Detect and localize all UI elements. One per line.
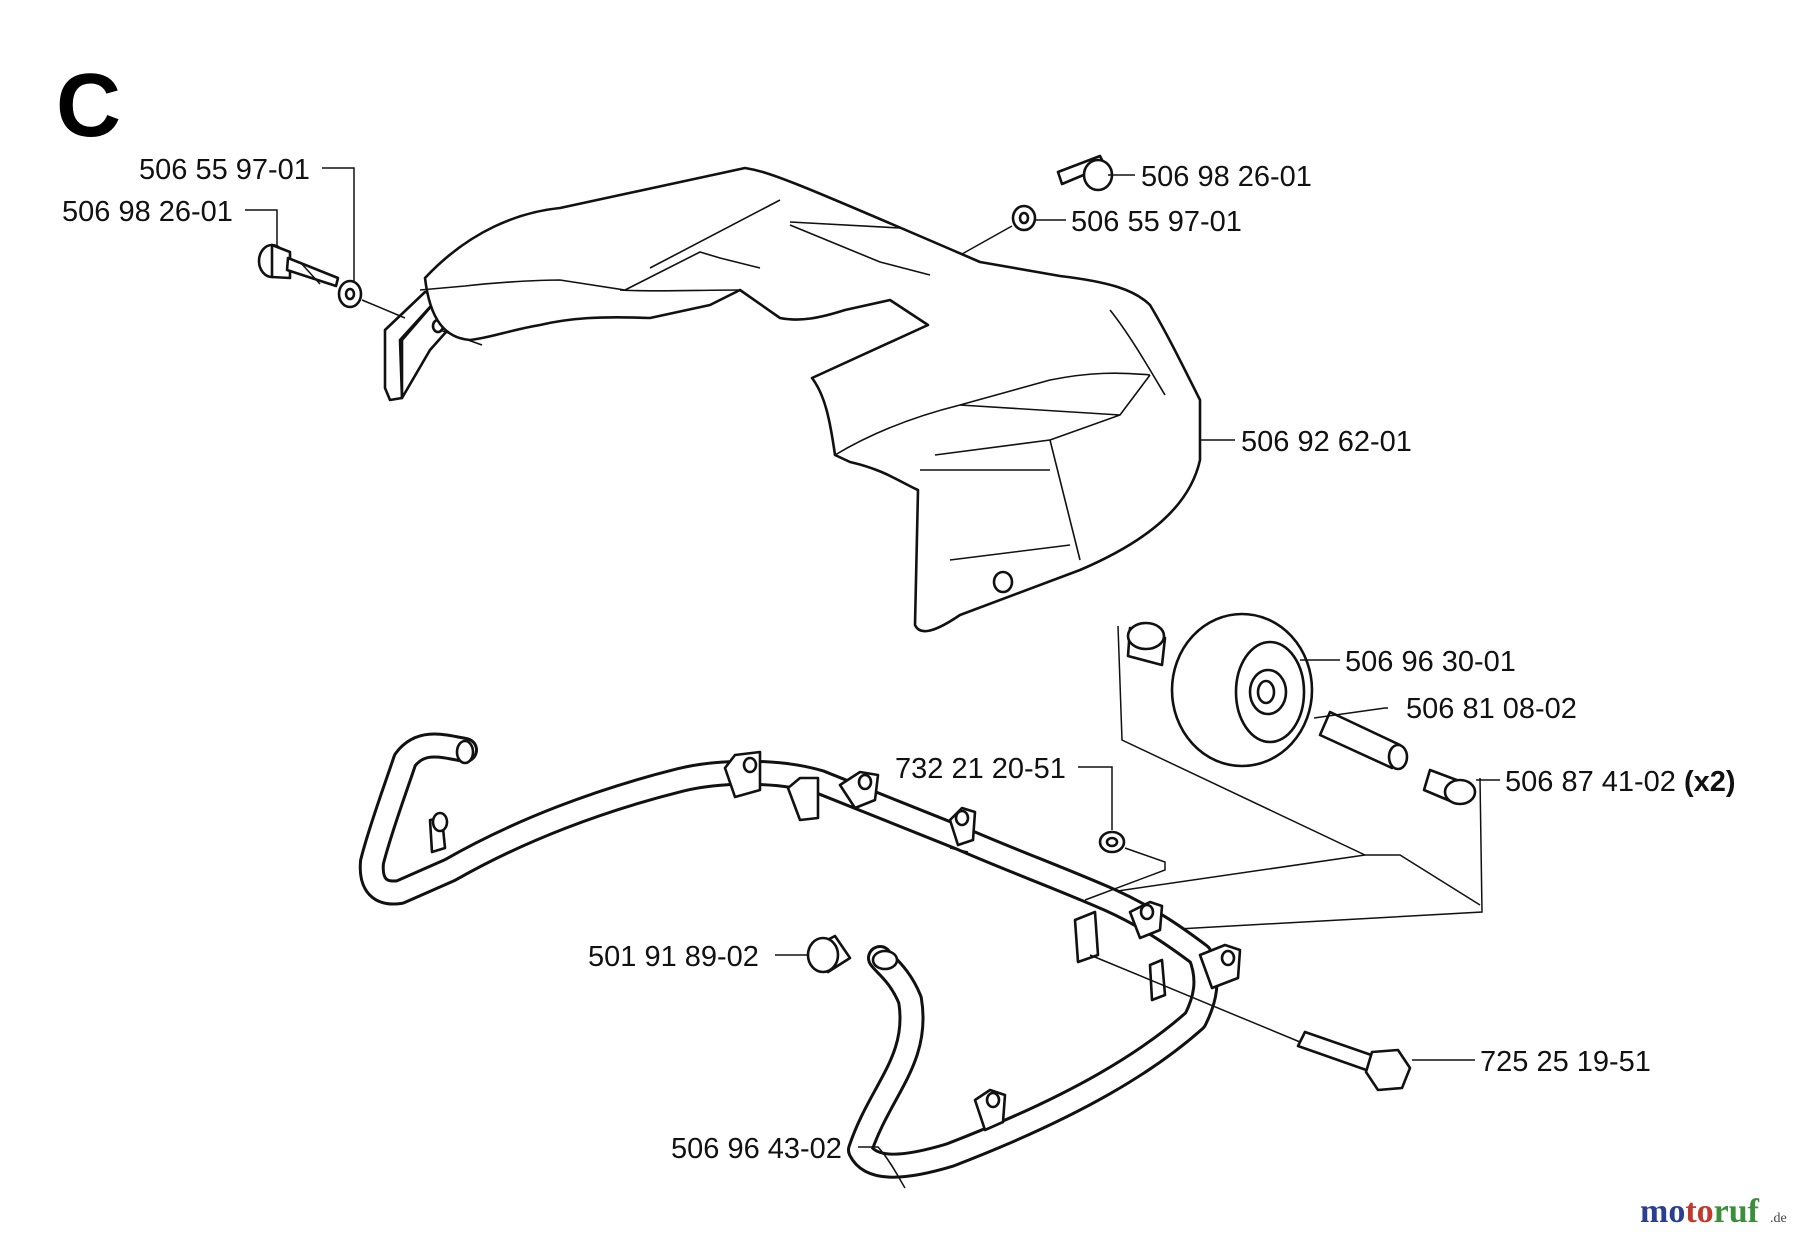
logo-tld: .de (1770, 1211, 1787, 1226)
label-screw-right: 506 98 26-01 (1141, 161, 1312, 193)
label-bushing: 501 91 89-02 (588, 941, 759, 973)
label-spacer: 506 87 41-02 (x2) (1505, 766, 1736, 798)
label-bolt: 725 25 19-51 (1480, 1046, 1651, 1078)
leader-lines (245, 167, 1500, 1189)
label-washer-right: 506 55 97-01 (1071, 206, 1242, 238)
label-nut: 732 21 20-51 (895, 753, 1066, 785)
logo-ruf: ruf (1714, 1193, 1760, 1230)
label-cover: 506 92 62-01 (1241, 426, 1412, 458)
label-spacer-qty: (x2) (1684, 766, 1736, 798)
watermark-logo: motoruf .de (1640, 1193, 1787, 1230)
label-frame: 506 96 43-02 (671, 1133, 842, 1165)
logo-to: to (1685, 1193, 1713, 1230)
logo-mo: mo (1640, 1193, 1685, 1230)
label-washer-left: 506 55 97-01 (139, 154, 310, 186)
label-spacer-number: 506 87 41-02 (1505, 766, 1676, 798)
svg-text:motoruf: motoruf (1640, 1193, 1760, 1230)
label-screw-left: 506 98 26-01 (62, 196, 233, 228)
section-letter: C (56, 56, 121, 156)
frame-part (358, 732, 1242, 1179)
bolt-part (1089, 954, 1412, 1092)
cover-part (383, 166, 1202, 633)
nut-part (1084, 830, 1166, 901)
label-wheel: 506 96 30-01 (1345, 646, 1516, 678)
screw-right-part (961, 154, 1114, 255)
wheel-part (1089, 612, 1483, 931)
label-axle: 506 81 08-02 (1406, 693, 1577, 725)
bushing-part (806, 934, 852, 974)
screw-left-part (257, 243, 406, 319)
